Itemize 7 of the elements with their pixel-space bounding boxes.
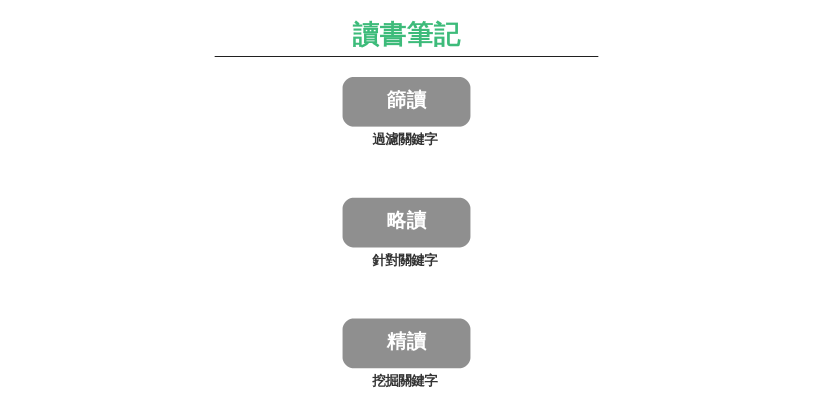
node-box: 篩讀 xyxy=(342,76,470,127)
node-label: 過濾關鍵字 xyxy=(372,132,438,148)
node-label: 挖掘關鍵字 xyxy=(372,374,438,390)
node-label: 針對關鍵字 xyxy=(372,253,438,268)
node-box: 精讀 xyxy=(342,318,470,368)
node-box: 略讀 xyxy=(342,198,470,248)
diagram-title: 讀書筆記 xyxy=(352,19,461,50)
